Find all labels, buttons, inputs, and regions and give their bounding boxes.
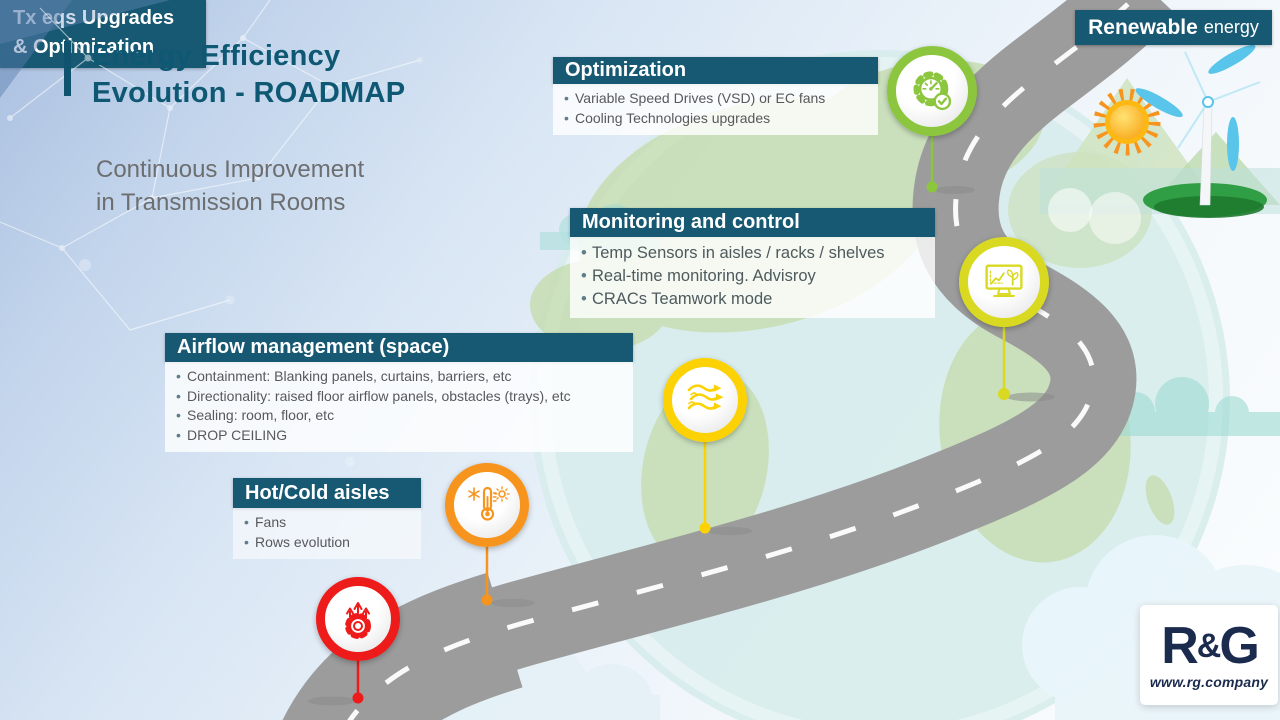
bullet-item: Temp Sensors in aisles / racks / shelves bbox=[579, 242, 925, 265]
milestone-marker-tx bbox=[316, 577, 400, 661]
milestone-box-airflow: Airflow management (space) Containment: … bbox=[165, 333, 633, 452]
page-title-line2: Evolution - ROADMAP bbox=[92, 77, 406, 109]
road-center-line bbox=[347, 0, 1136, 720]
logo-ampersand: & bbox=[1196, 626, 1222, 665]
page-title: Energy Efficiency Evolution - ROADMAP bbox=[92, 38, 405, 112]
gear-up-arrows-icon bbox=[345, 602, 371, 639]
road bbox=[283, 0, 1178, 720]
bullet-item: DROP CEILING bbox=[174, 426, 623, 446]
milestone-title: Airflow management (space) bbox=[165, 333, 633, 362]
page-subtitle: Continuous Improvement in Transmission R… bbox=[96, 153, 364, 219]
title-accent-bar bbox=[64, 41, 71, 96]
gear-gauge-check-icon bbox=[913, 71, 952, 111]
logo-wordmark: R&G bbox=[1161, 616, 1260, 675]
logo-letter-r: R bbox=[1161, 616, 1199, 675]
milestone-bullets: Temp Sensors in aisles / racks / shelves… bbox=[570, 237, 935, 318]
page-subtitle-line1: Continuous Improvement bbox=[96, 156, 365, 183]
milestone-title: Optimization bbox=[553, 57, 878, 84]
milestone-marker-optimization bbox=[887, 46, 977, 136]
bullet-item: Directionality: raised floor airflow pan… bbox=[174, 387, 623, 407]
bullet-item: CRACs Teamwork mode bbox=[579, 288, 925, 311]
renewable-energy-banner: Renewable energy bbox=[1075, 10, 1272, 45]
milestone-title-line1: Tx eqs Upgrades bbox=[13, 7, 175, 29]
logo-website: www.rg.company bbox=[1149, 673, 1269, 690]
milestone-bullets: Containment: Blanking panels, curtains, … bbox=[165, 362, 633, 452]
thermometer-hot-cold-icon bbox=[468, 486, 510, 521]
milestone-title-line2: & Optimization bbox=[13, 36, 155, 58]
milestone-title: Hot/Cold aisles bbox=[233, 478, 421, 508]
bullet-item: Real-time monitoring. Advisroy bbox=[579, 265, 925, 288]
banner-text-primary: Renewable bbox=[1088, 15, 1198, 39]
milestone-bullets: Fans Rows evolution bbox=[233, 508, 421, 559]
milestone-box-tx-upgrades: Tx eqs Upgrades & Optimization bbox=[0, 0, 206, 68]
bullet-item: Rows evolution bbox=[242, 533, 411, 553]
milestone-box-optimization: Optimization Variable Speed Drives (VSD)… bbox=[553, 57, 878, 135]
bullet-item: Sealing: room, floor, etc bbox=[174, 406, 623, 426]
airflow-arrows-icon bbox=[687, 384, 724, 410]
sun-icon bbox=[1093, 88, 1161, 156]
milestone-marker-monitoring bbox=[959, 237, 1049, 327]
bullet-item: Fans bbox=[242, 513, 411, 533]
milestone-title: Monitoring and control bbox=[570, 208, 935, 237]
company-logo: R&G www.rg.company bbox=[1140, 605, 1278, 705]
page-subtitle-line2: in Transmission Rooms bbox=[96, 189, 346, 216]
bullet-item: Variable Speed Drives (VSD) or EC fans bbox=[562, 89, 868, 109]
banner-text-secondary: energy bbox=[1203, 17, 1259, 37]
bullet-item: Containment: Blanking panels, curtains, … bbox=[174, 367, 623, 387]
page-title-line1: Energy Efficiency bbox=[92, 40, 341, 72]
milestone-box-monitoring: Monitoring and control Temp Sensors in a… bbox=[570, 208, 935, 318]
milestone-bullets: Variable Speed Drives (VSD) or EC fans C… bbox=[553, 84, 878, 135]
logo-letter-g: G bbox=[1219, 616, 1259, 675]
milestone-marker-hotcold bbox=[445, 463, 529, 547]
monitor-eco-chart-icon bbox=[985, 264, 1023, 297]
milestone-box-hotcold: Hot/Cold aisles Fans Rows evolution bbox=[233, 478, 421, 559]
bullet-item: Cooling Technologies upgrades bbox=[562, 109, 868, 129]
wind-turbine-icon bbox=[1135, 44, 1267, 218]
network-pattern bbox=[0, 0, 423, 467]
milestone-stems bbox=[308, 135, 1055, 706]
milestone-marker-airflow bbox=[663, 358, 747, 442]
